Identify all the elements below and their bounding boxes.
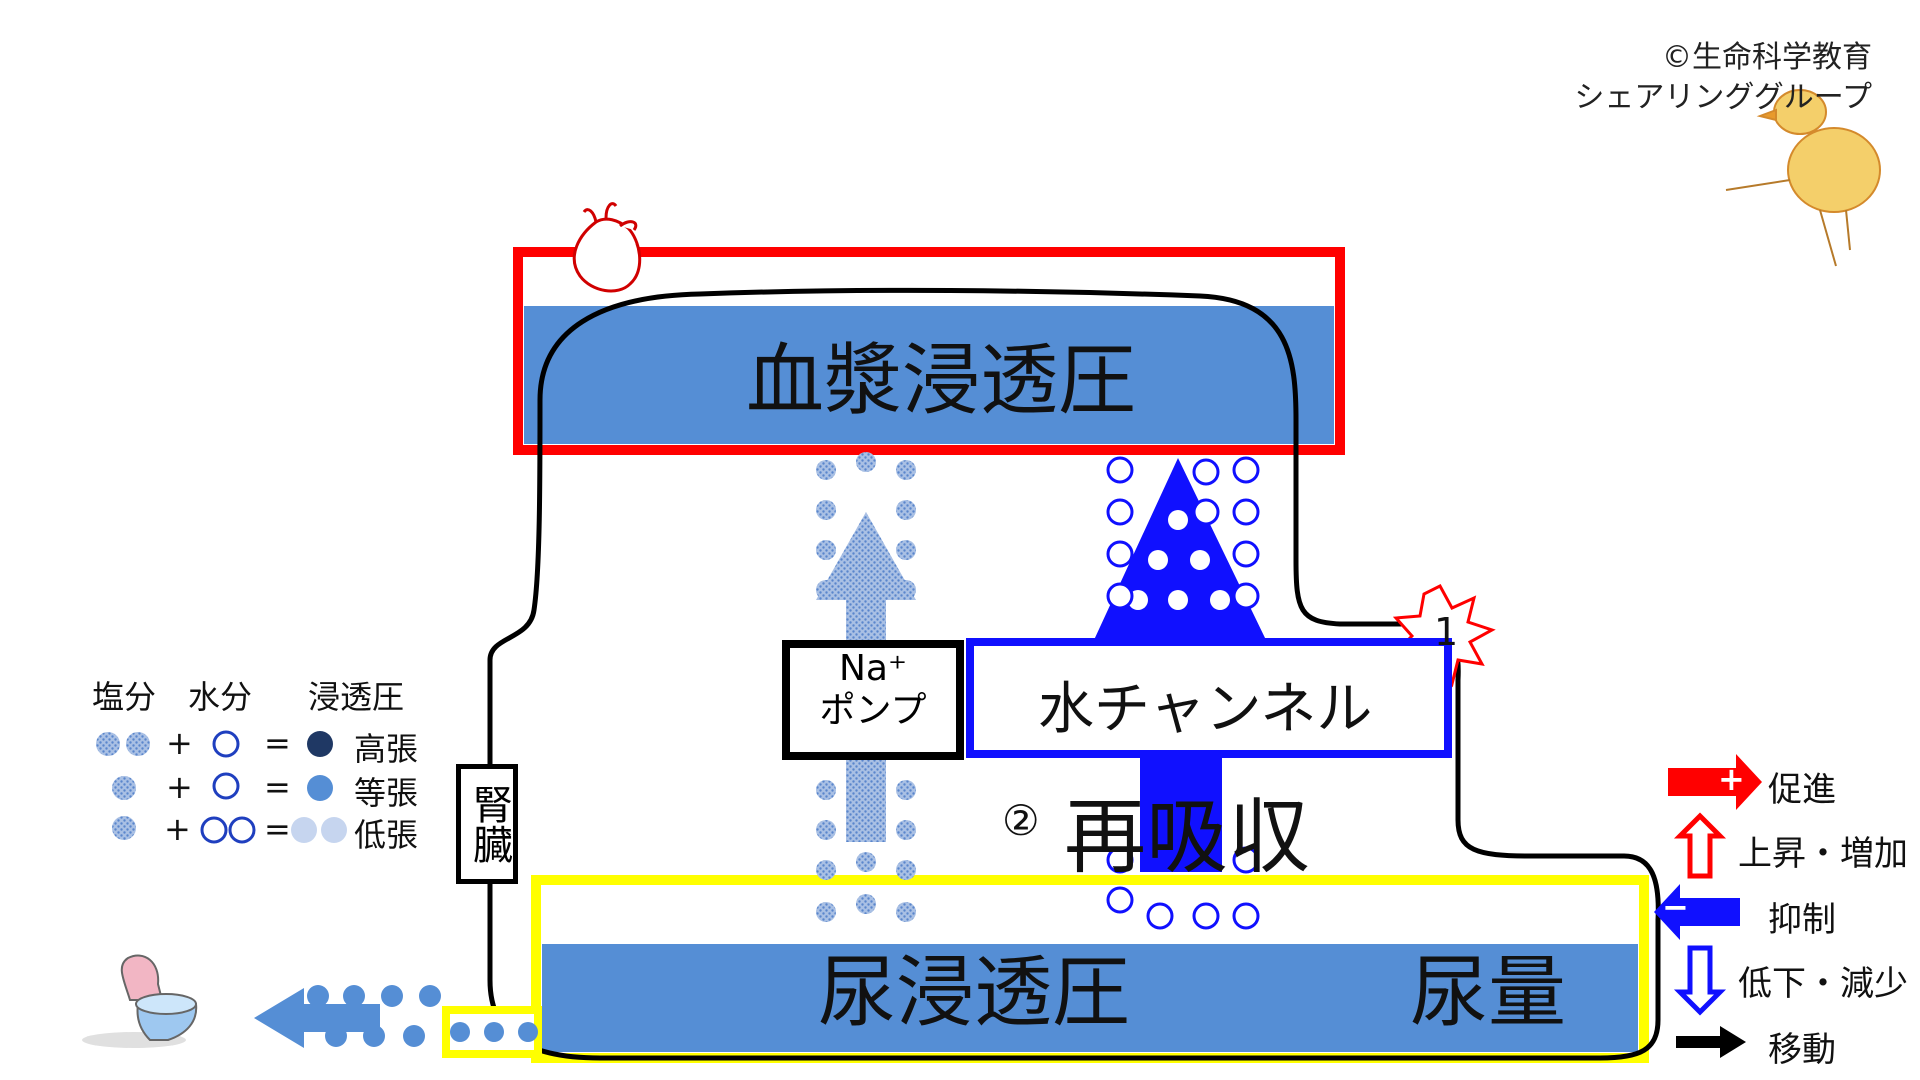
kidney-label: 腎臓 — [456, 764, 518, 884]
promote-arrow-icon — [1668, 754, 1762, 810]
na-pump-line1: Na⁺ — [839, 648, 907, 689]
inhibit-arrow-icon — [1654, 884, 1740, 940]
decrease-legend-icon — [1673, 945, 1727, 1016]
copyright-line1: ©生命科学教育 — [1662, 40, 1872, 75]
copyright: ©生命科学教育 シェアリンググループ — [1574, 38, 1872, 118]
starburst-number: 1 — [1434, 610, 1459, 654]
legend-plus-3: + — [164, 810, 191, 848]
legend-right-symbols — [1654, 754, 1762, 1058]
promote-plus-sign: + — [1718, 760, 1745, 798]
urine-volume-label: 尿量 — [1410, 948, 1567, 1038]
legend-left-symbols — [96, 730, 347, 844]
legend-increase: 上昇・増加 — [1738, 834, 1908, 874]
legend-result-3: 低張 — [354, 816, 419, 854]
kidney-outline — [487, 287, 1661, 1061]
urine-outflow — [254, 985, 542, 1058]
copyright-line2: シェアリンググループ — [1574, 80, 1872, 115]
reabsorb-label: 再吸収 — [1064, 790, 1311, 885]
heart-icon — [572, 202, 642, 293]
toilet-icon — [82, 954, 198, 1048]
legend-header-osm: 浸透圧 — [308, 678, 405, 716]
legend-header-salt: 塩分 — [92, 678, 157, 716]
na-pump-box: Na⁺ ポンプ — [782, 640, 964, 760]
legend-inhibit: 抑制 — [1768, 900, 1836, 940]
inhibit-minus-sign: − — [1662, 888, 1689, 926]
reabsorb-number: ② — [1002, 796, 1040, 845]
legend-eq-2: = — [264, 768, 291, 806]
urine-osm-label: 尿浸透圧 — [818, 948, 1131, 1038]
legend-eq-1: = — [264, 724, 291, 762]
increase-legend-icon — [1673, 812, 1727, 879]
na-pump-line2: ポンプ — [819, 690, 927, 731]
legend-result-2: 等張 — [354, 774, 419, 812]
legend-plus-1: + — [166, 724, 193, 762]
legend-result-1: 高張 — [354, 730, 419, 768]
water-channel-box: 水チャンネル — [966, 638, 1452, 758]
move-arrow-icon — [1676, 1026, 1746, 1058]
plasma-fill — [524, 306, 1334, 444]
legend-move: 移動 — [1768, 1030, 1836, 1070]
legend-header-water: 水分 — [188, 678, 253, 716]
chick-icon — [1725, 89, 1881, 267]
legend-eq-3: = — [264, 810, 291, 848]
legend-promote: 促進 — [1768, 770, 1836, 810]
urine-fill — [542, 944, 1638, 1052]
water-channel-label: 水チャンネル — [1038, 677, 1373, 742]
legend-plus-2: + — [166, 768, 193, 806]
legend-decrease: 低下・減少 — [1738, 964, 1908, 1004]
plasma-label: 血漿浸透圧 — [746, 336, 1137, 426]
